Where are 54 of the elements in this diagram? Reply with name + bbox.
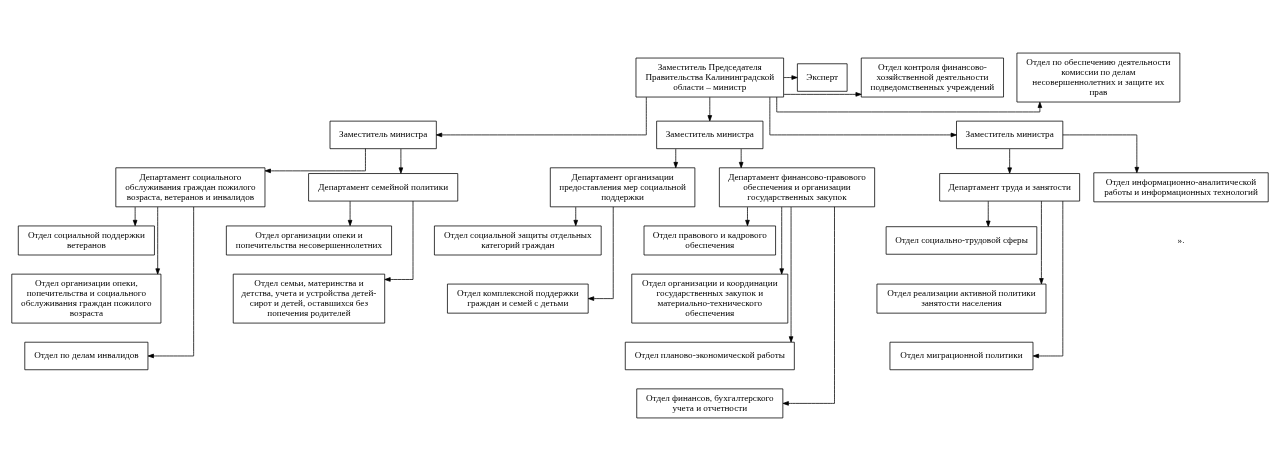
- node-box: Заместитель министра: [329, 120, 437, 149]
- node-box: Отдел реализации активной политики занятости населения: [876, 283, 1047, 313]
- arrow: [155, 206, 160, 274]
- node-box: Заместитель министра: [956, 120, 1064, 149]
- node-box: Департамент социального обслуживания граждан пожилого возраста, ветеранов и инвалидов: [115, 166, 266, 207]
- node-box: Отдел миграционной политики: [889, 341, 1034, 370]
- arrow: [264, 147, 366, 173]
- node-box: Отдел по обеспечению деятельности комиссии по делам несовершеннолетних и защите их прав: [1016, 52, 1181, 102]
- arrow: [986, 200, 991, 227]
- node-box: Заместитель министра: [656, 120, 764, 149]
- node-box: Департамент организации предоставления мер социальной поддержки: [549, 166, 696, 207]
- node-box: Отдел финансов, бухгалтерского учета и отчетности: [636, 388, 784, 418]
- node-box: Отдел правового и кадрового обеспечения: [643, 225, 776, 255]
- arrow: [436, 96, 647, 137]
- arrow: [588, 206, 614, 301]
- arrow: [738, 148, 744, 168]
- arrow: [1007, 148, 1012, 174]
- arrow: [788, 206, 794, 342]
- node-box: Эксперт: [797, 62, 848, 92]
- arrow: [1039, 200, 1044, 284]
- node-box: Отдел социальной защиты отдельных категорий граждан: [434, 225, 602, 255]
- arrow: [707, 96, 713, 121]
- arrow: [673, 148, 678, 168]
- arrow: [779, 206, 784, 274]
- node-box: Отдел социальной поддержки ветеранов: [17, 225, 155, 255]
- label: ».: [1177, 234, 1185, 245]
- node-box: Департамент труда и занятости: [939, 172, 1081, 201]
- node-box: Отдел организации и координации государственных закупок и материально-технического обеспечения: [631, 273, 789, 323]
- node-box: Отдел информационно-аналитической работы и информационных технологий: [1093, 171, 1269, 202]
- arrow: [1062, 134, 1140, 173]
- arrow: [132, 206, 138, 226]
- arrow: [769, 96, 957, 137]
- node-box: Департамент финансово-правового обеспечения и организации государственных закупок: [719, 166, 876, 207]
- arrow: [1032, 200, 1064, 358]
- node-box: Отдел планово-экономической работы: [624, 341, 795, 370]
- arrow: [783, 91, 862, 97]
- arrow: [745, 206, 750, 226]
- arrow: [573, 206, 578, 226]
- node-box: Заместитель Председателя Правительства Калининградской области – министр: [635, 57, 784, 97]
- arrow: [783, 74, 798, 80]
- node-box: Отдел комплексной поддержки граждан и семей с детьми: [447, 283, 589, 313]
- arrow: [782, 206, 835, 406]
- arrow: [347, 200, 353, 226]
- node-box: Отдел по делам инвалидов: [24, 341, 149, 370]
- arrow: [776, 96, 1043, 112]
- arrow: [384, 200, 414, 282]
- arrow: [147, 206, 195, 358]
- node-box: Отдел организации опеки и попечительства несовершеннолетних: [225, 225, 392, 255]
- node-box: Отдел контроля финансово-хозяйственной деятельности подведомственных учреждений: [860, 57, 1004, 97]
- node-box: Отдел социально-трудовой сферы: [885, 225, 1038, 255]
- node-box: Департамент семейной политики: [308, 172, 459, 201]
- node-box: Отдел организации опеки, попечительства и социального обслуживания граждан пожилого возраста: [11, 273, 162, 323]
- arrow: [398, 148, 404, 174]
- node-box: Отдел семьи, материнства и детства, учета и устройства детей-сирот и детей, оставшихся без попечения родителей: [232, 273, 386, 323]
